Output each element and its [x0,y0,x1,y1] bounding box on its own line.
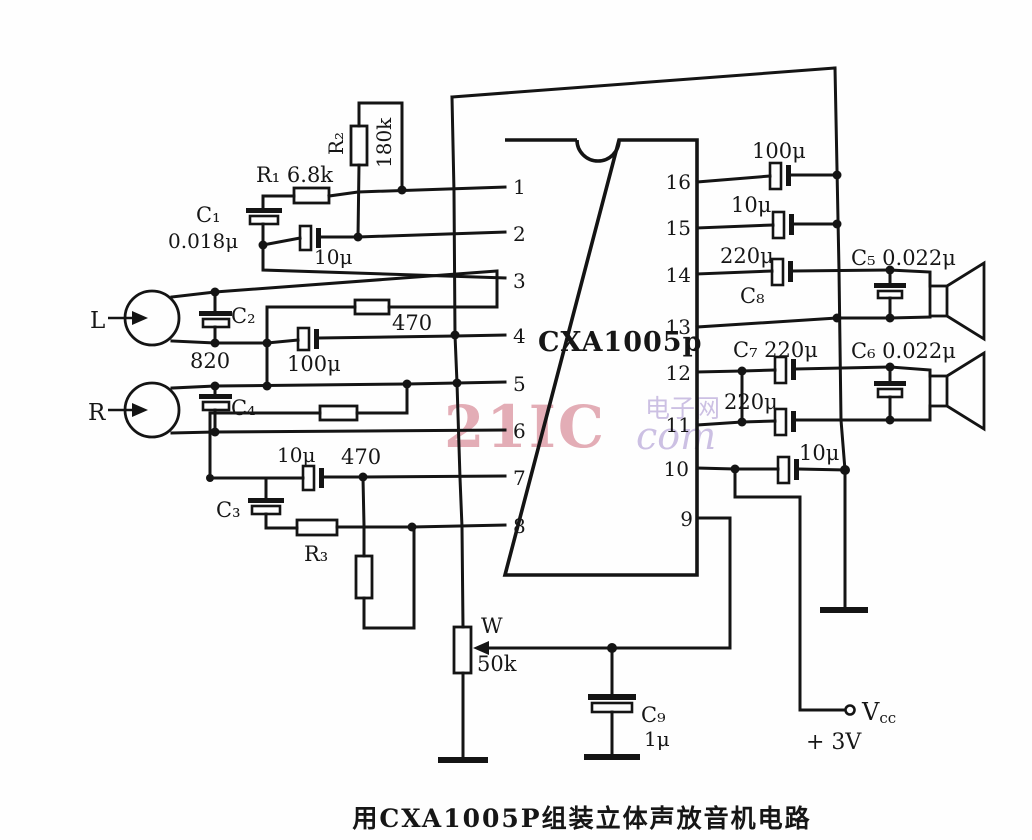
label-470-left: 470 [392,311,432,335]
labels: C₁ 0.018μ R₁ 6.8k R₂ 180k 10μ L C₂ 820 4… [88,117,956,755]
capacitor-10u-pin15 [771,210,794,240]
ic-name: CXA1005p [538,327,702,358]
ground-symbol-right [820,607,868,613]
label-c4: C₄ [231,396,256,420]
watermark-domain: com [636,414,716,458]
label-470-right: 470 [341,445,381,469]
label-r1: R₁ 6.8k [256,163,333,187]
svg-text:14: 14 [666,263,691,287]
svg-text:9: 9 [680,507,693,531]
svg-text:12: 12 [666,361,691,385]
label-c1-value: 0.018μ [168,229,238,253]
watermark-site: 电子网 [645,394,720,423]
label-10u-mid: 10μ [277,443,315,467]
vcc-terminal [844,704,856,716]
capacitor-220u-c8 [770,257,793,287]
capacitor-c2 [199,311,232,329]
label-10u-pin10: 10μ [799,441,839,465]
capacitor-10u-mid [301,464,324,492]
svg-text:10: 10 [664,457,689,481]
svg-text:5: 5 [513,372,526,396]
svg-text:7: 7 [513,466,526,490]
speaker-bottom [928,350,986,432]
ic-cxa1005p: CXA1005p 1 2 3 4 5 6 7 8 16 15 14 13 12 … [502,138,702,577]
label-c6: C₆ 0.022μ [851,339,956,363]
watermark-brand: 21IC [444,393,606,461]
capacitor-100u-pin16 [768,161,791,191]
capacitor-c1 [246,208,282,226]
capacitor-c9 [588,694,636,714]
capacitor-100u-left [296,326,319,352]
capacitor-c5 [874,283,906,300]
label-r3: R₃ [304,542,328,566]
svg-text:6: 6 [513,419,526,443]
input-jack-right [108,381,181,439]
capacitor-c3 [248,498,284,516]
label-r2-value: 180k [372,117,396,168]
svg-text:2: 2 [513,222,526,246]
capacitor-10u-left [298,224,321,252]
resistor-470-right [318,404,359,422]
watermark: 21IC 电子网 com [444,393,720,461]
svg-text:8: 8 [513,514,526,538]
label-c5: C₅ 0.022μ [851,246,956,270]
svg-text:4: 4 [513,324,526,348]
resistor-r1 [292,186,331,205]
label-100u-right: 100μ [752,139,806,163]
capacitor-c4 [199,394,232,412]
resistor-r3 [295,518,339,537]
capacitor-10u-pin10 [776,455,799,485]
label-c8: C₈ [740,284,765,308]
label-c7: C₇ 220μ [733,338,818,362]
capacitor-c6 [874,381,906,399]
label-220u-pin14: 220μ [720,244,774,268]
label-c1: C₁ [196,203,221,227]
speaker-top [928,260,986,342]
label-vcc-value: + 3V [806,730,862,755]
resistor-vertical [354,554,374,600]
svg-text:11: 11 [666,413,691,437]
svg-text:13: 13 [666,315,691,339]
svg-text:3: 3 [513,269,526,293]
label-220u-pin11: 220μ [724,390,778,414]
label-vcc: Vcc [861,698,896,727]
label-c2: C₂ [231,304,256,328]
input-jack-left [108,289,181,347]
label-pot-value: 50k [477,652,517,676]
label-pot-w: W [481,614,503,638]
label-c9: C₉ [641,703,666,727]
label-input-r: R [88,400,106,426]
label-820: 820 [190,349,230,373]
ic-pin-numbers-left: 1 2 3 4 5 6 7 8 [513,175,526,538]
svg-text:1: 1 [513,175,526,199]
resistor-r2 [349,124,369,167]
ic-pin-numbers-right: 16 15 14 13 12 11 10 9 [664,170,693,531]
label-input-l: L [90,308,105,334]
label-10u-pin15: 10μ [731,193,771,217]
capacitor-220u-pin11 [773,407,796,437]
ground-symbol-pot [438,757,488,763]
label-c3: C₃ [216,498,241,522]
svg-text:15: 15 [666,216,691,240]
svg-text:16: 16 [666,170,691,194]
label-r2: R₂ [324,132,348,155]
resistor-470-left [353,298,391,316]
junction-dots [206,170,895,653]
potentiometer-w [452,625,489,675]
label-c9-value: 1μ [644,727,670,751]
ground-symbol-c9 [584,754,640,760]
capacitor-220u-c7 [773,355,796,385]
figure-caption: 用CXA1005P组装立体声放音机电路 [352,804,811,833]
label-10u-top: 10μ [314,245,352,269]
label-100u-left: 100μ [287,352,341,376]
